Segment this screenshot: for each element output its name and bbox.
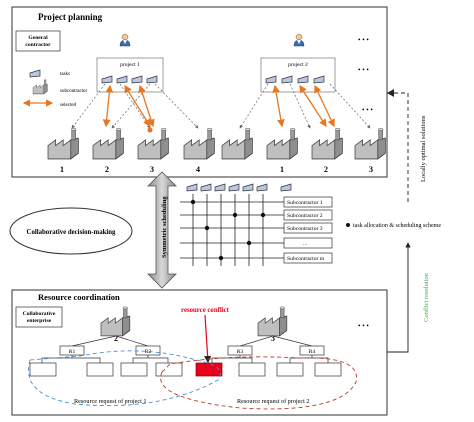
ellipsis-top: • • • — [358, 36, 369, 44]
allocation-dots — [190, 199, 266, 261]
sub-left-num-4: 4 — [196, 165, 200, 174]
resource-leaf-boxes — [29, 362, 342, 377]
legend-selected-label: selected — [60, 103, 77, 108]
resource-coordination-title: Resource coordination — [38, 292, 120, 302]
locally-optimal-label: Locally optimal solutions — [420, 115, 427, 182]
conflict-resolution-path — [387, 242, 411, 353]
project2-request-region — [160, 356, 357, 410]
project1-request-label: Resource request of project 1 — [74, 398, 147, 405]
legend-subcontractor-label: subcontractor — [60, 89, 88, 94]
sub-right-num-1: 1 — [280, 165, 284, 174]
resource-label-r4: R4 — [309, 349, 316, 355]
enterprise-num-2: 2 — [114, 334, 118, 343]
project2-label: project 2 — [288, 62, 308, 68]
sub-right-num-3: 3 — [369, 165, 373, 174]
matrix-task-1 — [186, 183, 198, 192]
matrix-task-2 — [200, 183, 212, 192]
matrix-task-3 — [214, 183, 226, 192]
task-allocation-bullet — [346, 223, 350, 227]
project1-label: project 1 — [120, 62, 140, 68]
subcontractor-label-dots: ... — [303, 241, 308, 247]
subcontractor-label-1: Subcontractor 1 — [287, 200, 323, 206]
enterprise-num-3: 3 — [271, 334, 275, 343]
project2-selected-links — [272, 84, 335, 128]
symmetric-scheduling-label: Symmetric scheduling — [161, 196, 168, 258]
allocation-matrix — [180, 194, 284, 266]
task-allocation-label: task allocation & scheduling scheme — [353, 223, 441, 229]
matrix-task-7 — [280, 183, 292, 192]
resource-label-r2: R2 — [145, 349, 152, 355]
sub-left-num-1: 1 — [60, 165, 64, 174]
resource-tree-lines — [41, 335, 329, 363]
matrix-task-4 — [228, 183, 240, 192]
symmetric-scheduling-arrow — [147, 171, 177, 289]
locally-optimal-arrowhead — [387, 89, 394, 97]
project1-selected-links — [102, 84, 155, 128]
locally-optimal-path — [387, 92, 409, 205]
resource-conflict-arrow — [204, 314, 212, 364]
matrix-task-5 — [242, 183, 254, 192]
resource-box-r1 — [59, 345, 85, 356]
general-contractor-box — [15, 30, 61, 52]
legend-tasks-label: tasks — [60, 72, 70, 77]
resource-label-r3: R3 — [237, 349, 244, 355]
subcontractor-label-3: Subcontractor 3 — [287, 226, 323, 232]
project1-request-region — [28, 350, 221, 407]
ellipsis-mid: • • • — [358, 66, 369, 74]
subcontractor-list: Subcontractor 1 Subcontractor 2 Subcontr… — [283, 196, 333, 264]
resource-box-r3 — [227, 345, 253, 356]
resource-label-r1: R1 — [69, 349, 76, 355]
collaborative-decision-label: Collaborative decision-making — [27, 229, 117, 236]
project1-selected-marker — [147, 127, 153, 133]
subcontractor-label-2: Subcontractor 2 — [287, 213, 323, 219]
matrix-task-6 — [256, 183, 268, 192]
middle-section: Symmetric scheduling Collaborative decis… — [9, 89, 441, 353]
project2-request-label: Resource request of project 2 — [237, 398, 310, 405]
sub-right-num-2: 2 — [324, 165, 328, 174]
collaborative-decision-ellipse — [9, 207, 133, 255]
resource-conflict-label: resource conflict — [181, 307, 230, 314]
ellipsis-bottom: • • • — [358, 322, 369, 330]
ellipsis-right: • • • — [362, 106, 373, 114]
sub-left-num-3: 3 — [150, 165, 154, 174]
conflict-resolution-label: Conflict resolution — [423, 272, 430, 322]
project-planning-title: Project planning — [38, 12, 103, 22]
resource-box-r4 — [299, 345, 325, 356]
collaborative-enterprise-box — [15, 306, 63, 328]
sub-left-num-2: 2 — [105, 165, 109, 174]
conflicted-resource-box — [195, 362, 223, 377]
subcontractor-label-m: Subcontractor m — [287, 256, 325, 262]
